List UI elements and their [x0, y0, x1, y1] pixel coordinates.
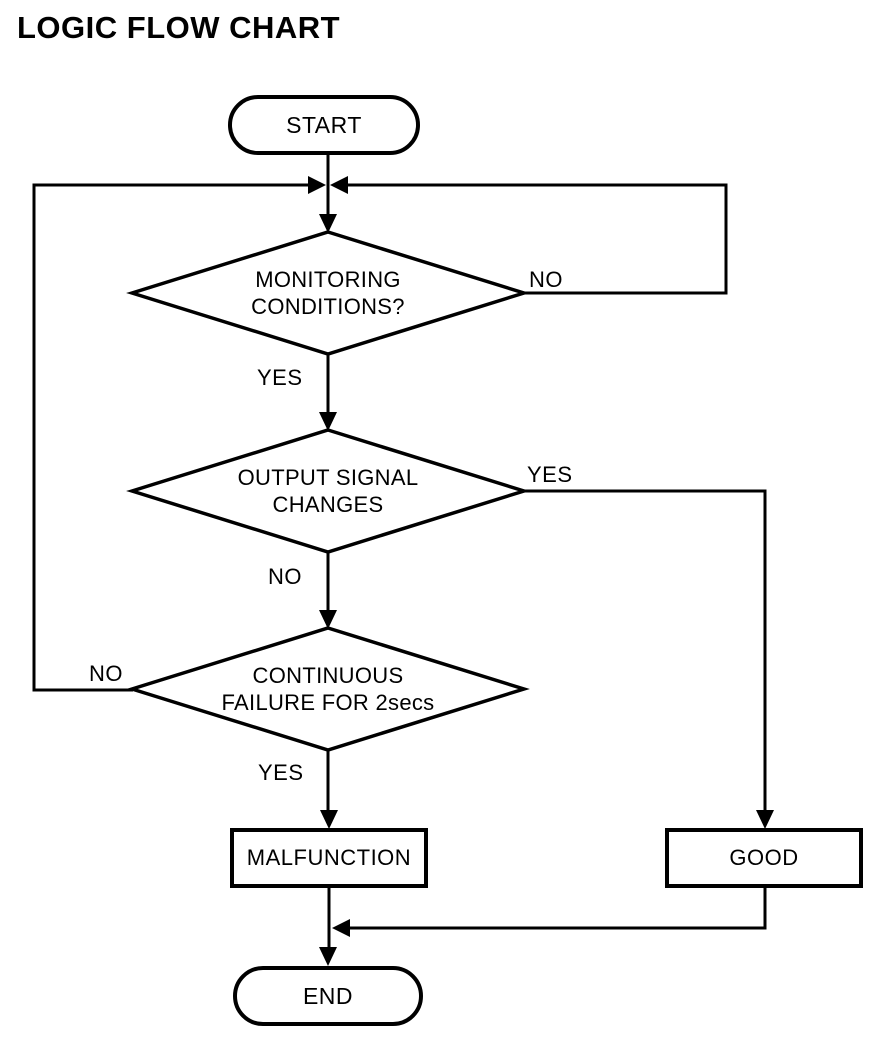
- label-continuous-no: NO: [89, 661, 123, 686]
- arrowhead-into-monitoring: [319, 214, 337, 233]
- arrowhead-into-continuous: [319, 610, 337, 629]
- start-node: START: [228, 95, 420, 155]
- continuous-failure-decision: CONTINUOUS FAILURE FOR 2secs: [158, 658, 498, 720]
- page-title: LOGIC FLOW CHART: [17, 10, 341, 45]
- edge-output-yes-to-good: [524, 489, 767, 817]
- malfunction-box: MALFUNCTION: [230, 828, 428, 888]
- output-line-1: OUTPUT SIGNAL: [237, 465, 419, 490]
- continuous-line-2: FAILURE FOR 2secs: [221, 690, 435, 715]
- arrowhead-into-good: [756, 810, 774, 829]
- end-node: END: [233, 966, 423, 1026]
- output-line-2: CHANGES: [272, 492, 384, 517]
- start-label: START: [286, 111, 362, 138]
- label-output-yes: YES: [527, 462, 573, 487]
- good-label: GOOD: [729, 845, 799, 870]
- arrowhead-into-end: [319, 947, 337, 966]
- label-monitoring-yes: YES: [257, 365, 303, 390]
- label-continuous-yes: YES: [258, 760, 304, 785]
- good-box: GOOD: [665, 828, 863, 888]
- edge-monitoring-no-loop: [347, 183, 728, 295]
- continuous-diamond-shape: [126, 626, 530, 752]
- malfunction-label: MALFUNCTION: [246, 845, 412, 870]
- edge-continuous-no-loop: [32, 183, 311, 692]
- monitoring-line-2: CONDITIONS?: [251, 294, 405, 319]
- label-output-no: NO: [268, 564, 302, 589]
- edge-good-to-merge: [350, 888, 767, 930]
- monitoring-diamond-shape: [126, 230, 530, 356]
- arrowhead-junction-from-right: [330, 176, 348, 194]
- arrowhead-into-output: [319, 412, 337, 431]
- end-label: END: [302, 982, 354, 1009]
- monitoring-line-1: MONITORING: [255, 267, 401, 292]
- arrowhead-junction-from-left: [308, 176, 326, 194]
- monitoring-conditions-decision: MONITORING CONDITIONS?: [168, 262, 488, 324]
- label-monitoring-no: NO: [529, 267, 563, 292]
- arrowhead-merge-left: [332, 919, 350, 937]
- arrowhead-into-malfunction: [320, 810, 338, 829]
- continuous-line-1: CONTINUOUS: [252, 663, 404, 688]
- output-signal-decision: OUTPUT SIGNAL CHANGES: [168, 460, 488, 522]
- output-diamond-shape: [126, 428, 530, 554]
